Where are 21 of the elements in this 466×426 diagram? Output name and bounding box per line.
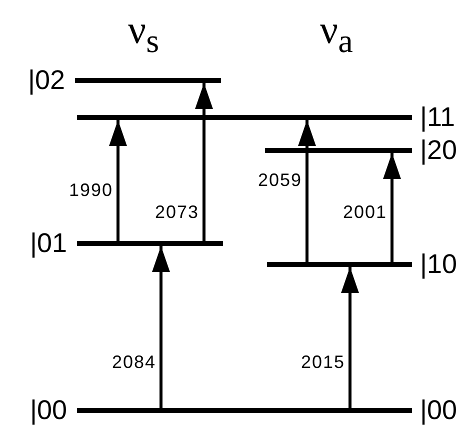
level-label: |10: [420, 249, 458, 279]
arrow: [195, 83, 213, 241]
level-label: |02: [28, 65, 65, 95]
edge-label: 2015: [300, 352, 345, 372]
level-label: |00: [30, 395, 67, 425]
edge-label: 1990: [68, 180, 113, 200]
mode-label: ν$_{s}$: [128, 8, 160, 62]
arrow: [341, 267, 359, 408]
edge-label: 2073: [154, 202, 199, 222]
level-label: |01: [30, 228, 67, 258]
level-label: |20: [420, 135, 458, 165]
edge-label: 2059: [258, 170, 302, 190]
level-label: |00: [420, 395, 458, 425]
arrow: [383, 153, 401, 262]
edge-label: 2001: [342, 202, 387, 222]
arrow: [152, 246, 170, 408]
arrow: [109, 120, 127, 241]
level-label: |11: [420, 102, 456, 132]
arrow: [298, 120, 316, 262]
mode-label: ν$_{a}$: [320, 8, 353, 62]
edge-label: 2084: [112, 352, 156, 372]
